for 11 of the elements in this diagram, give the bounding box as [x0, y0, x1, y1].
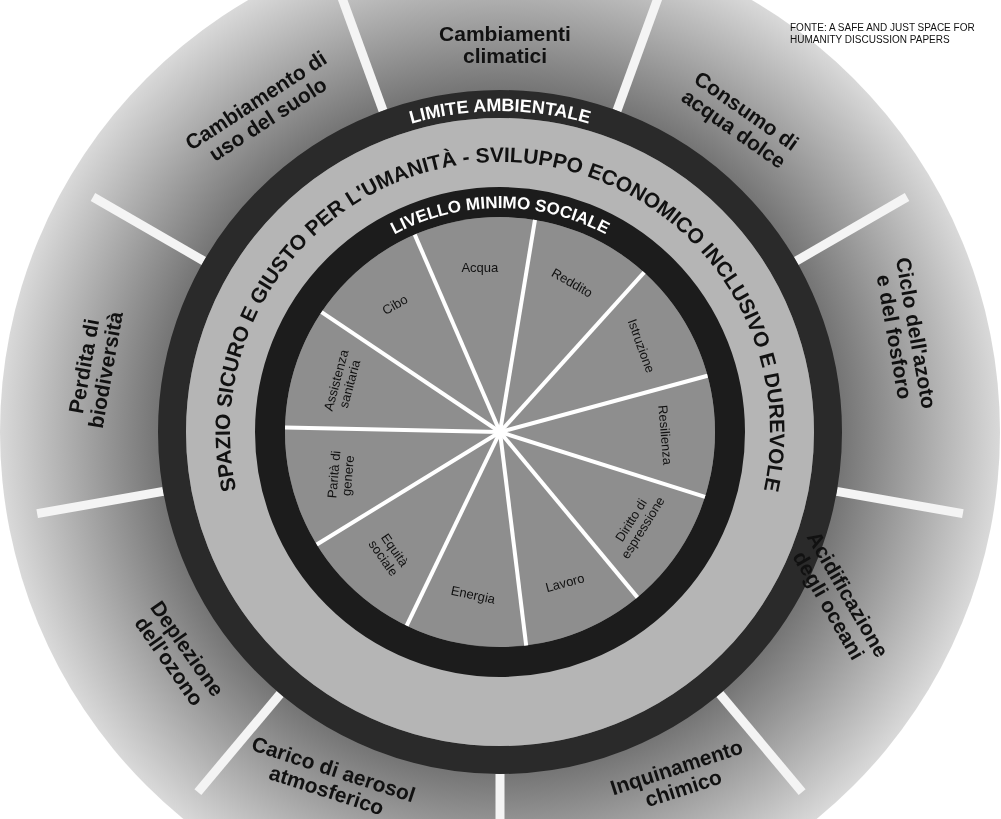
boundary-label: Cambiamenti climatici [420, 22, 590, 68]
social-label: Resilienza [654, 395, 676, 475]
boundary-label: Perdita di biodiversità [58, 280, 132, 456]
social-label: Energia [433, 580, 513, 610]
boundary-label: Ciclo dell'azoto e del fosforo [868, 247, 942, 423]
social-label: Lavoro [526, 566, 605, 601]
source-note: FONTE: A SAFE AND JUST SPACE FOR HUMANITY DISCUSSION PAPERS [790, 22, 976, 45]
social-label: Acqua [440, 261, 519, 276]
social-label: Cibo [357, 279, 432, 331]
social-label: Parità di genere [323, 435, 358, 516]
ring-label: LIMITE AMBIENTALE [406, 95, 593, 128]
